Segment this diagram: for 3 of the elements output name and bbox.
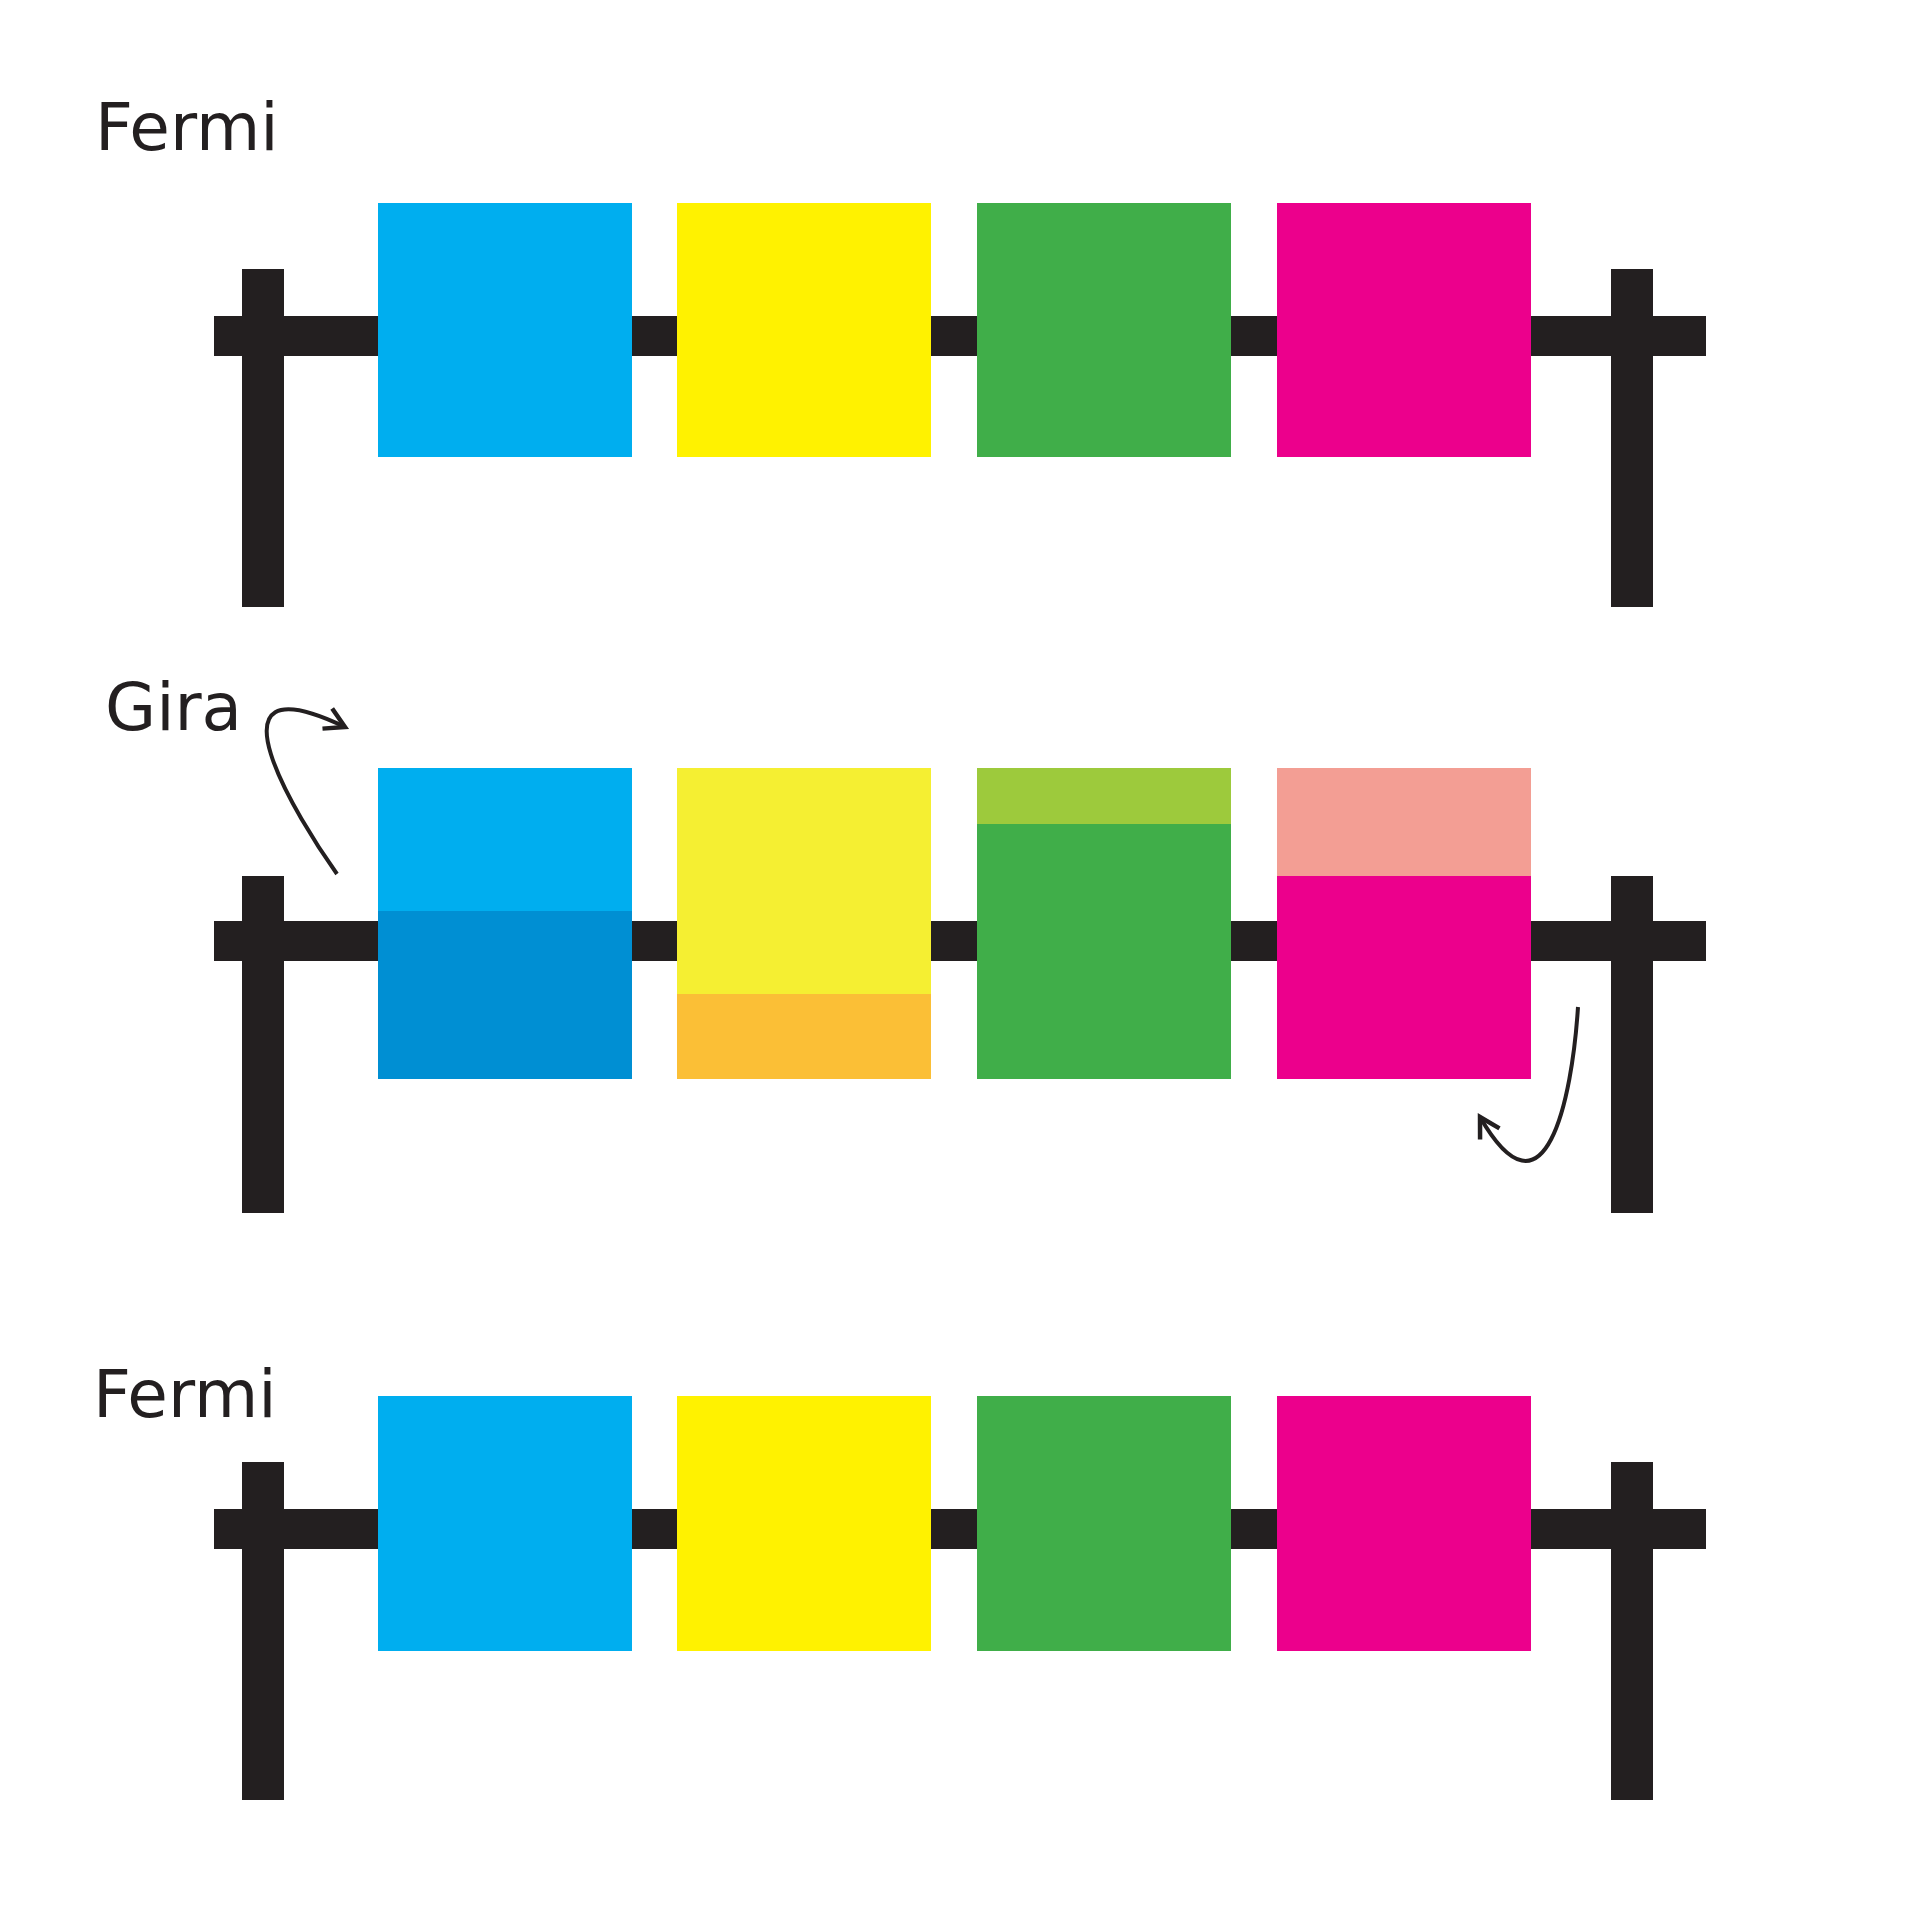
state-label: Gira xyxy=(105,675,243,741)
state-label: Fermi xyxy=(95,95,279,161)
state-label: Fermi xyxy=(93,1362,277,1428)
